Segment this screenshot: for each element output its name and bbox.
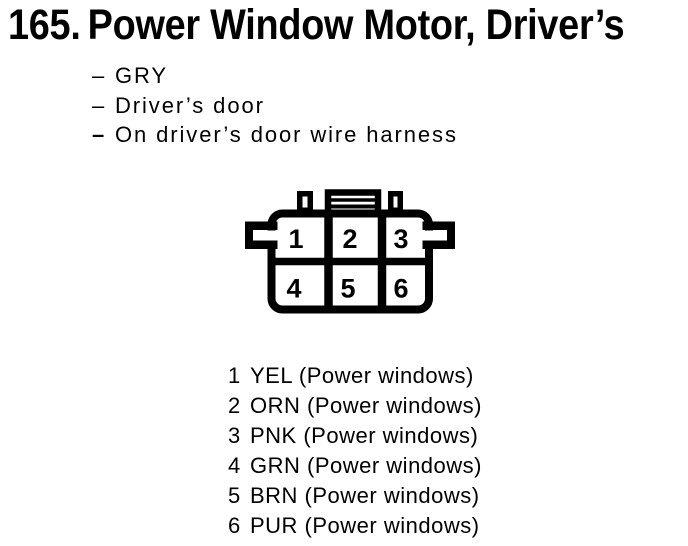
legend-label: GRN (Power windows) (250, 453, 482, 478)
note-text: Driver’s door (115, 92, 265, 118)
dash: – (92, 63, 105, 88)
legend-row: 5 BRN (Power windows) (228, 481, 482, 511)
pin-2: 2 (342, 224, 357, 254)
legend-pin: 2 (228, 393, 241, 418)
legend-pin: 1 (228, 363, 241, 388)
pin-1: 1 (288, 224, 303, 254)
page-title: 165.Power Window Motor, Driver’s (8, 1, 625, 50)
legend-pin: 5 (228, 483, 241, 508)
legend-label: PUR (Power windows) (250, 513, 480, 538)
legend-label: YEL (Power windows) (250, 363, 474, 388)
dash: – (92, 122, 105, 147)
legend-pin: 4 (228, 453, 241, 478)
note-row: – On driver’s door wire harness (92, 120, 458, 150)
note-text: GRY (115, 63, 168, 88)
note-text: On driver’s door wire harness (115, 122, 458, 147)
pin-grid (268, 210, 432, 311)
connector-diagram: 1 2 3 4 5 6 (238, 182, 462, 322)
pin-legend: 1 YEL (Power windows) 2 ORN (Power windo… (228, 361, 482, 541)
legend-pin: 6 (228, 513, 241, 538)
legend-label: PNK (Power windows) (250, 423, 479, 448)
legend-pin: 3 (228, 423, 241, 448)
pin-5: 5 (340, 274, 355, 304)
legend-row: 6 PUR (Power windows) (228, 511, 482, 541)
legend-row: 4 GRN (Power windows) (228, 451, 482, 481)
item-number: 165. (8, 1, 81, 49)
legend-row: 1 YEL (Power windows) (228, 361, 482, 391)
pin-6: 6 (393, 274, 408, 304)
connector-left-ear (245, 221, 278, 249)
legend-row: 2 ORN (Power windows) (228, 391, 482, 421)
title-text: Power Window Motor, Driver’s (87, 1, 625, 49)
legend-row: 3 PNK (Power windows) (228, 421, 482, 451)
pin-numbers: 1 2 3 4 5 6 (286, 224, 408, 304)
ear-slots (253, 230, 447, 241)
legend-label: ORN (Power windows) (250, 393, 482, 418)
note-row: – Driver’s door (92, 91, 458, 121)
connector-notes: – GRY – Driver’s door – On driver’s door… (92, 61, 458, 150)
pin-4: 4 (286, 274, 301, 304)
pin-3: 3 (393, 224, 408, 254)
connector-right-ear (422, 221, 455, 249)
note-row: – GRY (92, 61, 458, 91)
dash: – (92, 92, 105, 118)
connector-drawing-6pin: 1 2 3 4 5 6 (245, 189, 455, 314)
legend-label: BRN (Power windows) (250, 483, 480, 508)
